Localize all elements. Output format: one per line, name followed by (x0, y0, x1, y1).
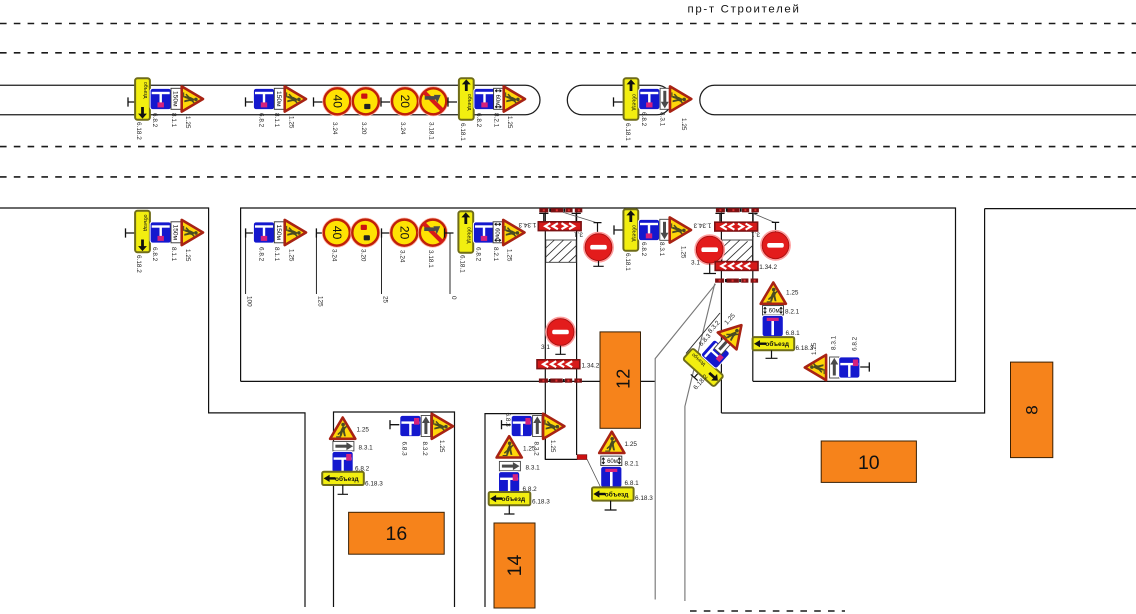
svg-text:8.3.1: 8.3.1 (659, 112, 666, 127)
svg-text:1.25: 1.25 (357, 427, 370, 434)
svg-text:8.1.1: 8.1.1 (273, 247, 280, 262)
svg-text:3.24: 3.24 (331, 122, 338, 135)
svg-text:3.18.1: 3.18.1 (427, 250, 434, 268)
svg-text:12: 12 (613, 369, 633, 389)
svg-text:6.8.3: 6.8.3 (401, 442, 408, 457)
svg-text:14: 14 (504, 555, 526, 577)
svg-text:8.2.1: 8.2.1 (492, 247, 499, 262)
svg-text:6.8.2: 6.8.2 (151, 247, 158, 262)
svg-text:100: 100 (246, 296, 253, 307)
svg-text:8.1.1: 8.1.1 (170, 113, 177, 128)
svg-text:1.25: 1.25 (184, 116, 191, 129)
svg-text:1.25: 1.25 (438, 440, 445, 453)
svg-text:6.18.1: 6.18.1 (459, 255, 466, 273)
svg-text:1.25: 1.25 (786, 290, 799, 297)
svg-text:8: 8 (1023, 405, 1042, 414)
svg-text:6.18.3: 6.18.3 (365, 481, 383, 488)
svg-text:8.3.1: 8.3.1 (359, 445, 374, 452)
svg-text:6.8.2: 6.8.2 (258, 113, 265, 128)
svg-text:6.8.1: 6.8.1 (625, 480, 640, 487)
svg-text:8.3.1: 8.3.1 (658, 242, 665, 257)
svg-text:3.1: 3.1 (691, 259, 700, 266)
svg-text:6.18.3: 6.18.3 (796, 345, 814, 352)
svg-text:1.25: 1.25 (184, 249, 191, 262)
svg-text:8.3.1: 8.3.1 (830, 335, 837, 350)
svg-text:6.18.2: 6.18.2 (135, 255, 142, 273)
svg-text:6.8.2: 6.8.2 (151, 113, 158, 128)
svg-text:25: 25 (382, 296, 389, 304)
svg-text:1.25: 1.25 (506, 249, 513, 262)
svg-text:3.1: 3.1 (751, 231, 760, 238)
svg-text:3.18.1: 3.18.1 (428, 122, 435, 140)
svg-text:6.18.1: 6.18.1 (459, 123, 466, 141)
svg-text:1.25: 1.25 (288, 116, 295, 129)
svg-text:6.18.2: 6.18.2 (135, 122, 142, 140)
svg-text:3.24: 3.24 (331, 249, 338, 262)
svg-text:3.24: 3.24 (399, 250, 406, 263)
svg-text:пр-т Строителей: пр-т Строителей (687, 4, 800, 16)
svg-text:6.8.2: 6.8.2 (523, 486, 538, 493)
svg-text:6.8.2: 6.8.2 (640, 242, 647, 257)
svg-text:1.25: 1.25 (811, 342, 818, 355)
svg-text:1.34.3: 1.34.3 (693, 221, 711, 228)
svg-text:125: 125 (317, 296, 324, 307)
svg-text:8.2.1: 8.2.1 (785, 309, 800, 316)
svg-text:3.1: 3.1 (574, 230, 583, 237)
svg-text:8.3.2: 8.3.2 (533, 442, 540, 457)
svg-text:1.25: 1.25 (523, 446, 536, 453)
svg-text:6.18.1: 6.18.1 (624, 253, 631, 271)
svg-text:1.25: 1.25 (549, 440, 556, 453)
svg-text:8.1.1: 8.1.1 (170, 247, 177, 262)
svg-text:6.8.2: 6.8.2 (851, 336, 858, 351)
svg-text:1.25: 1.25 (680, 118, 687, 131)
svg-text:8.2.1: 8.2.1 (493, 113, 500, 128)
svg-text:16: 16 (386, 523, 408, 545)
svg-text:0: 0 (450, 296, 457, 300)
svg-text:6.8.2: 6.8.2 (640, 112, 647, 127)
svg-text:8.2.1: 8.2.1 (625, 460, 640, 467)
svg-text:6.18.1: 6.18.1 (624, 123, 631, 141)
svg-text:8.3.2: 8.3.2 (421, 442, 428, 457)
svg-text:1.25: 1.25 (506, 116, 513, 129)
svg-text:6.8.2: 6.8.2 (258, 247, 265, 262)
svg-text:3.20: 3.20 (360, 249, 367, 262)
svg-text:8.3.1: 8.3.1 (526, 465, 541, 472)
svg-text:6.8.2: 6.8.2 (355, 466, 370, 473)
svg-text:1.34.3: 1.34.3 (518, 221, 536, 228)
svg-text:1.25: 1.25 (625, 441, 638, 448)
svg-text:6.18.3: 6.18.3 (635, 495, 653, 502)
svg-text:1.25: 1.25 (288, 249, 295, 262)
svg-text:6.18.3: 6.18.3 (532, 499, 550, 506)
svg-text:1.34.2: 1.34.2 (759, 264, 777, 271)
svg-text:1.25: 1.25 (680, 246, 687, 259)
svg-text:6.8.1: 6.8.1 (786, 330, 801, 337)
svg-text:6.8.3: 6.8.3 (504, 413, 511, 428)
svg-text:1.34.2: 1.34.2 (582, 363, 600, 370)
svg-text:6.8.2: 6.8.2 (475, 247, 482, 262)
svg-text:6.8.2: 6.8.2 (475, 113, 482, 128)
svg-text:8.1.1: 8.1.1 (273, 113, 280, 128)
svg-text:3.24: 3.24 (399, 122, 406, 135)
svg-text:3.20: 3.20 (360, 122, 367, 135)
svg-text:10: 10 (858, 452, 880, 474)
svg-text:3.1: 3.1 (541, 344, 550, 351)
